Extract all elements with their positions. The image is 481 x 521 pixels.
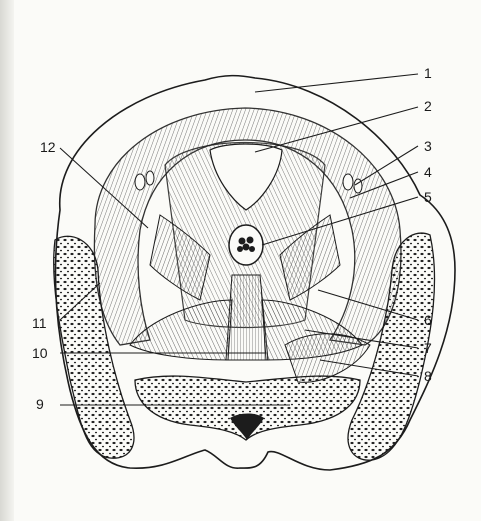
label-5: 5 bbox=[424, 190, 432, 204]
label-3: 3 bbox=[424, 139, 432, 153]
label-8: 8 bbox=[424, 369, 432, 383]
label-4: 4 bbox=[424, 165, 432, 179]
lower-left-fan bbox=[130, 300, 232, 360]
label-1: 1 bbox=[424, 66, 432, 80]
label-2: 2 bbox=[424, 99, 432, 113]
perineal-body bbox=[226, 275, 268, 360]
label-11: 11 bbox=[32, 316, 47, 330]
lower-right-muscle bbox=[285, 334, 370, 383]
label-6: 6 bbox=[424, 313, 432, 327]
label-9: 9 bbox=[36, 397, 44, 411]
label-10: 10 bbox=[32, 346, 48, 360]
label-7: 7 bbox=[424, 341, 432, 355]
label-12: 12 bbox=[40, 140, 56, 154]
